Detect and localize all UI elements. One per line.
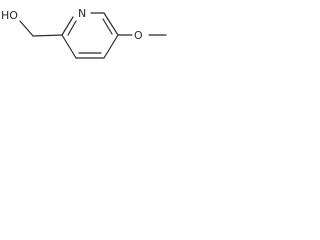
bond-c6-c5-double xyxy=(102,18,113,35)
chemical-structure: HO N O xyxy=(1,7,167,59)
bond-c2-n1-double xyxy=(67,20,77,36)
bond-c5-c4 xyxy=(103,34,119,59)
bond-c6-c5 xyxy=(103,12,119,36)
atom-label-methoxy-oxygen: O xyxy=(134,29,143,42)
atom-label-nitrogen: N xyxy=(78,7,86,20)
bond-c3-c2 xyxy=(61,34,77,59)
bond-c2-n1 xyxy=(61,16,74,36)
bond-ho-ch2 xyxy=(19,20,34,37)
bond-ch2-c2 xyxy=(32,34,63,37)
atom-label-hydroxyl: HO xyxy=(1,9,18,22)
